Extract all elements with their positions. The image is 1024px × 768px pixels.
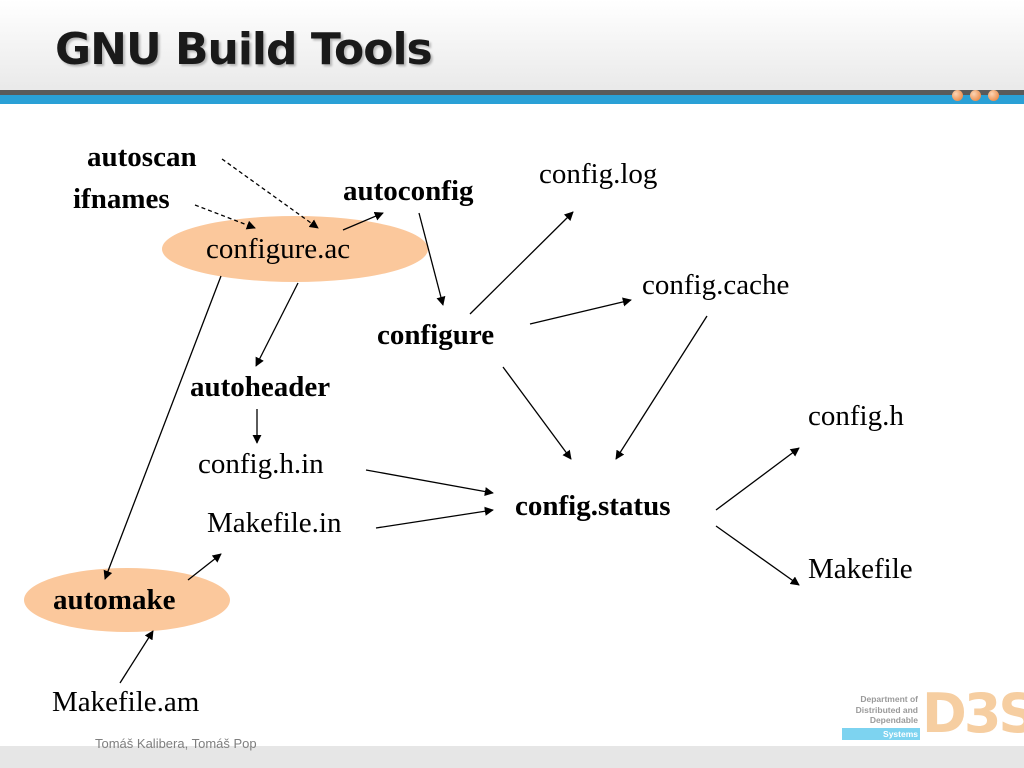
config-cache-label: config.cache [642, 269, 789, 301]
config-h-in-label: config.h.in [198, 448, 324, 480]
autoscan-label: autoscan [87, 141, 197, 173]
automake-label: automake [53, 584, 176, 616]
slide-header [0, 0, 1024, 92]
edge-autoscan-to-configure-ac [221, 158, 319, 229]
orange-dot-icon [988, 90, 999, 101]
edge-config-cache-to-config-status [615, 315, 708, 460]
orange-dot-icon [970, 90, 981, 101]
edge-configure-ac-to-autoconfig [342, 212, 384, 231]
edge-configure-ac-to-autoheader [255, 282, 299, 367]
edge-configure-to-config-log [469, 211, 574, 315]
d3s-logo: D3S Department of Distributed and Depend… [842, 684, 1024, 746]
logo-department-text: Department of Distributed and Dependable [838, 694, 918, 726]
autoheader-label: autoheader [190, 371, 330, 403]
edge-ifnames-to-configure-ac [194, 204, 256, 230]
edge-config-status-to-config-h [715, 447, 800, 511]
header-accent-bar [0, 95, 1024, 104]
autoconfig-label: autoconfig [343, 175, 474, 207]
edge-makefile-am-to-automake [119, 630, 154, 684]
logo-line: Department of [860, 694, 918, 704]
logo-line: Dependable [869, 715, 918, 725]
slide-footer [0, 746, 1024, 768]
configure-label: configure [377, 319, 494, 351]
makefile-label: Makefile [808, 553, 913, 585]
config-status-label: config.status [515, 490, 670, 522]
automake-node [24, 568, 230, 632]
logo-systems-text: Systems [883, 729, 918, 739]
ifnames-label: ifnames [73, 183, 170, 215]
edge-configure-to-config-cache [529, 297, 632, 325]
d3s-logo-mark: D3S [922, 682, 1024, 745]
footer-authors: Tomáš Kalibera, Tomáš Pop [95, 736, 257, 751]
configure-ac-label: configure.ac [206, 233, 350, 265]
edge-autoconfig-to-configure [418, 212, 446, 306]
edge-automake-to-makefile-in [187, 553, 222, 581]
edge-config-status-to-makefile [715, 525, 800, 586]
makefile-am-label: Makefile.am [52, 686, 200, 718]
header-divider [0, 90, 1024, 95]
edge-config-h-in-to-config-status [365, 469, 494, 497]
slide-title: GNU Build Tools [55, 24, 433, 75]
edge-configure-ac-to-automake [103, 275, 222, 580]
config-h-label: config.h [808, 400, 904, 432]
makefile-in-label: Makefile.in [207, 507, 342, 539]
logo-band [842, 728, 920, 740]
orange-dot-icon [952, 90, 963, 101]
edge-configure-to-config-status [502, 366, 572, 460]
edge-makefile-in-to-config-status [375, 506, 494, 529]
configure-ac-node [162, 216, 428, 282]
logo-line: Distributed and [855, 704, 918, 715]
config-log-label: config.log [539, 158, 657, 190]
